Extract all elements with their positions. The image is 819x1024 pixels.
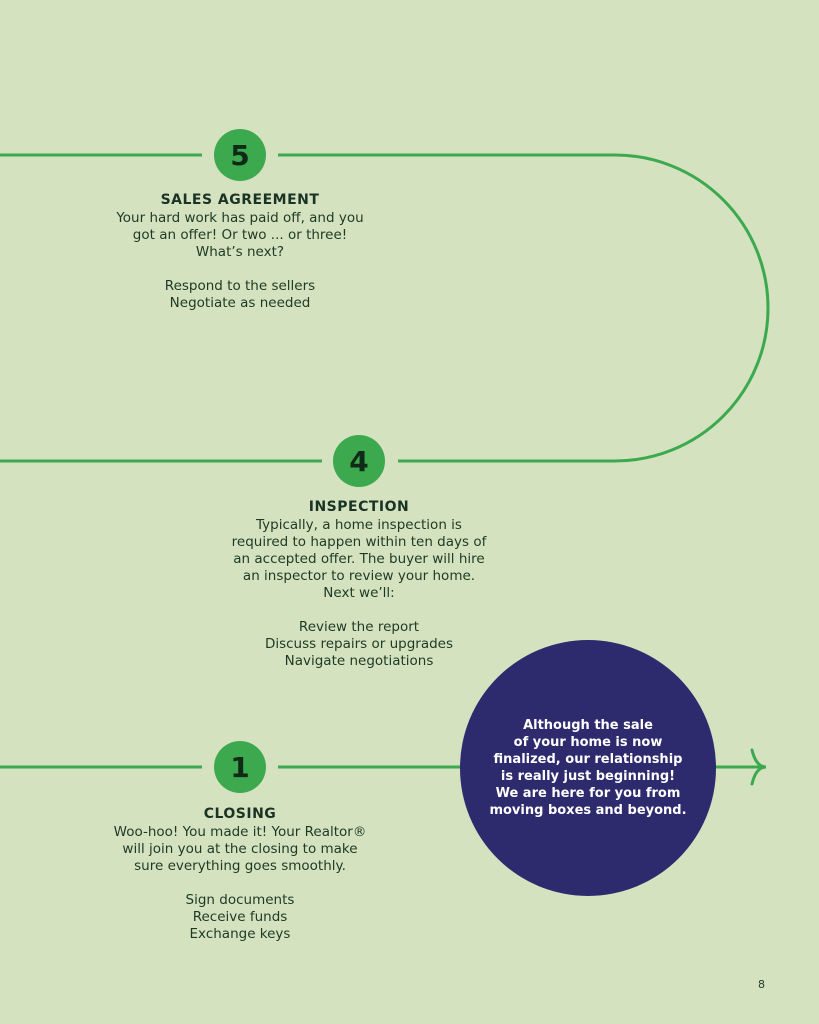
callout-line: finalized, our relationship xyxy=(493,752,683,767)
callout-line: Although the sale xyxy=(523,718,653,733)
step-number: 5 xyxy=(230,138,250,172)
step-description-line: an accepted offer. The buyer will hire xyxy=(233,551,485,567)
step-badge-5: 5 xyxy=(214,129,266,181)
arrow-head-icon xyxy=(750,748,767,786)
step-description-line: What’s next? xyxy=(195,244,285,260)
step-description-line: will join you at the closing to make xyxy=(122,841,358,857)
step-sales-agreement: SALES AGREEMENT Your hard work has paid … xyxy=(100,192,380,312)
callout-line: of your home is now xyxy=(513,735,663,750)
callout-line: moving boxes and beyond. xyxy=(489,803,687,818)
page-number: 8 xyxy=(758,978,765,991)
step-closing: CLOSING Woo-hoo! You made it! Your Realt… xyxy=(95,806,385,943)
step-item: Receive funds xyxy=(192,909,288,925)
step-description-line: Your hard work has paid off, and you xyxy=(116,210,364,226)
step-item: Respond to the sellers xyxy=(164,278,316,294)
callout-line: is really just beginning! xyxy=(500,769,676,784)
step-item: Negotiate as needed xyxy=(169,295,311,311)
step-item: Navigate negotiations xyxy=(284,653,434,669)
step-title: INSPECTION xyxy=(308,499,410,515)
step-badge-1: 1 xyxy=(214,741,266,793)
step-inspection: INSPECTION Typically, a home inspection … xyxy=(199,499,519,670)
step-item: Review the report xyxy=(298,619,420,635)
step-item: Sign documents xyxy=(185,892,295,908)
callout-circle: Although the sale of your home is now fi… xyxy=(460,640,716,896)
step-description-line: Next we’ll: xyxy=(323,585,395,601)
step-number: 4 xyxy=(349,444,369,478)
step-description-line: got an offer! Or two ... or three! xyxy=(132,227,348,243)
step-description-line: an inspector to review your home. xyxy=(242,568,476,584)
callout-line: We are here for you from xyxy=(495,786,681,801)
step-description-line: Typically, a home inspection is xyxy=(256,517,462,533)
step-description-line: sure everything goes smoothly. xyxy=(134,858,346,874)
step-number: 1 xyxy=(230,750,250,784)
step-description-line: required to happen within ten days of xyxy=(231,534,487,550)
path-line-top xyxy=(0,153,770,463)
step-item: Discuss repairs or upgrades xyxy=(264,636,454,652)
step-title: CLOSING xyxy=(203,806,277,822)
step-title: SALES AGREEMENT xyxy=(160,192,320,208)
step-item: Exchange keys xyxy=(189,926,291,942)
step-badge-4: 4 xyxy=(333,435,385,487)
step-description-line: Woo-hoo! You made it! Your Realtor® xyxy=(113,824,367,840)
